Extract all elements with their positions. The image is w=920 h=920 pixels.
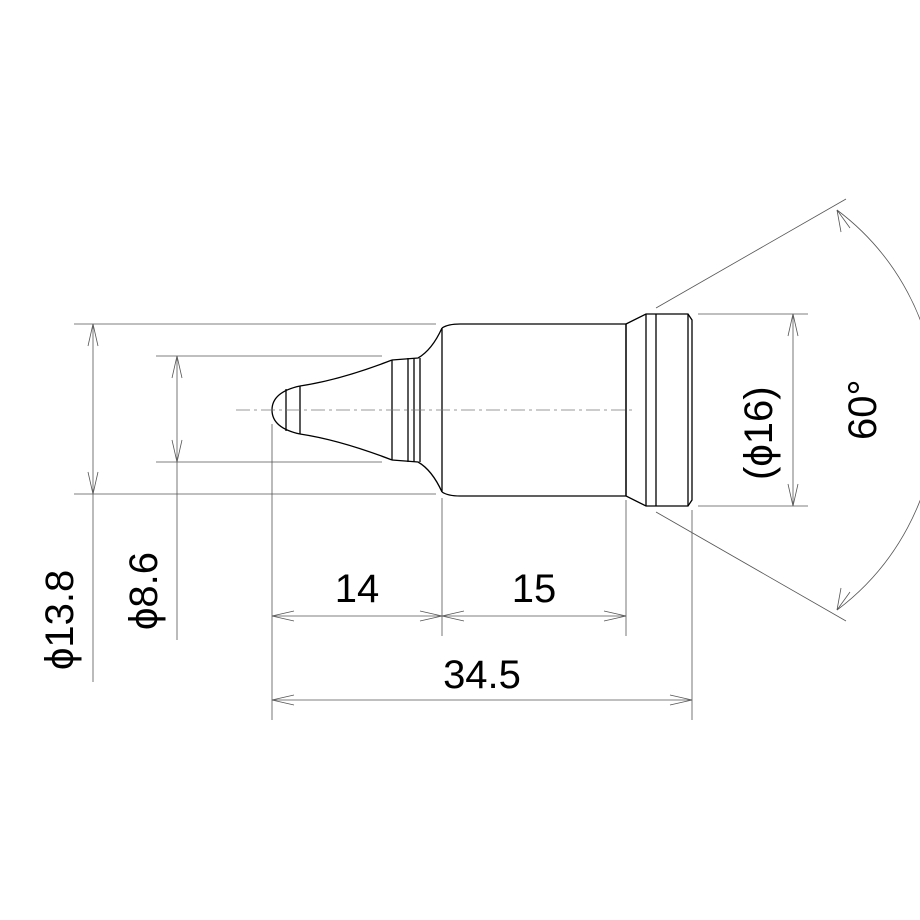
dimension-lengths-14-15: 14 15 <box>271 424 627 720</box>
dim-len-14-label: 14 <box>335 567 380 611</box>
dimension-dia-8-6: ϕ8.6 <box>122 355 382 640</box>
part-outline <box>236 313 693 507</box>
neck <box>391 327 443 493</box>
dimension-angle-60: 60° <box>655 198 920 622</box>
dimension-dia-13-8: ϕ13.8 <box>38 323 436 682</box>
dim-len-34-5-label: 34.5 <box>443 653 521 697</box>
dim-dia-16-label: (ϕ16) <box>737 386 781 480</box>
dimension-dia-16: (ϕ16) <box>698 313 808 507</box>
dim-dia-13-8-label: ϕ13.8 <box>38 570 82 670</box>
dimension-length-34-5: 34.5 <box>271 510 693 720</box>
dim-angle-60-label: 60° <box>841 380 885 441</box>
dim-len-15-label: 15 <box>512 567 557 611</box>
flange <box>625 313 693 507</box>
body <box>441 323 626 497</box>
dim-dia-8-6-label: ϕ8.6 <box>122 552 166 630</box>
taper <box>299 359 393 461</box>
